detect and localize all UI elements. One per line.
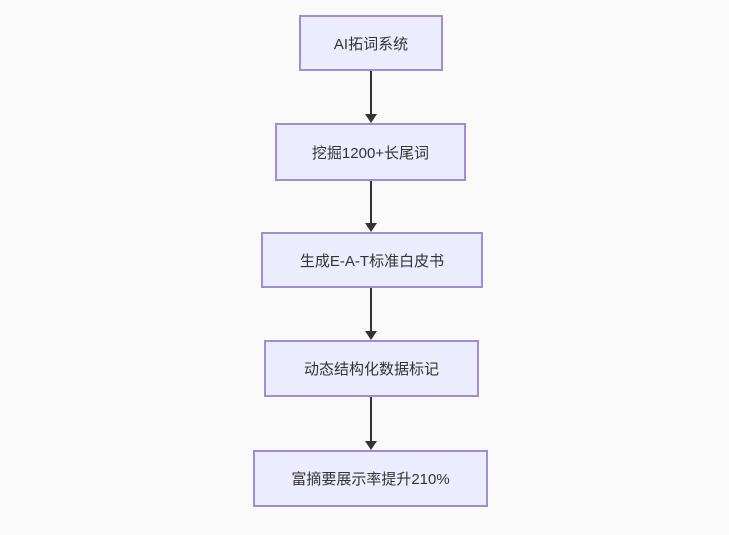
arrow-down-3 <box>365 288 377 340</box>
flow-node-structured-data-markup: 动态结构化数据标记 <box>264 340 479 397</box>
arrow-shaft <box>370 288 372 331</box>
arrow-down-4 <box>365 397 377 450</box>
arrow-down-1 <box>365 71 377 123</box>
flow-node-rich-snippet-rate: 富摘要展示率提升210% <box>253 450 488 507</box>
flow-node-eat-whitepaper: 生成E-A-T标准白皮书 <box>261 232 483 288</box>
flow-node-label: 富摘要展示率提升210% <box>291 471 450 488</box>
arrow-shaft <box>370 181 372 223</box>
arrowhead-icon <box>365 223 377 232</box>
flow-node-label: 生成E-A-T标准白皮书 <box>299 252 445 270</box>
flow-node-longtail-keywords: 挖掘1200+长尾词 <box>275 123 466 181</box>
arrowhead-icon <box>365 331 377 340</box>
flow-node-label: 挖掘1200+长尾词 <box>311 144 430 162</box>
flow-node-ai-word-expansion-system: AI拓词系统 <box>299 15 443 71</box>
arrowhead-icon <box>365 441 377 450</box>
arrowhead-icon <box>365 114 377 123</box>
arrow-shaft <box>370 397 372 441</box>
flow-node-label: 动态结构化数据标记 <box>303 361 439 378</box>
flow-node-label: AI拓词系统 <box>333 35 409 53</box>
arrow-shaft <box>370 71 372 114</box>
arrow-down-2 <box>365 181 377 232</box>
